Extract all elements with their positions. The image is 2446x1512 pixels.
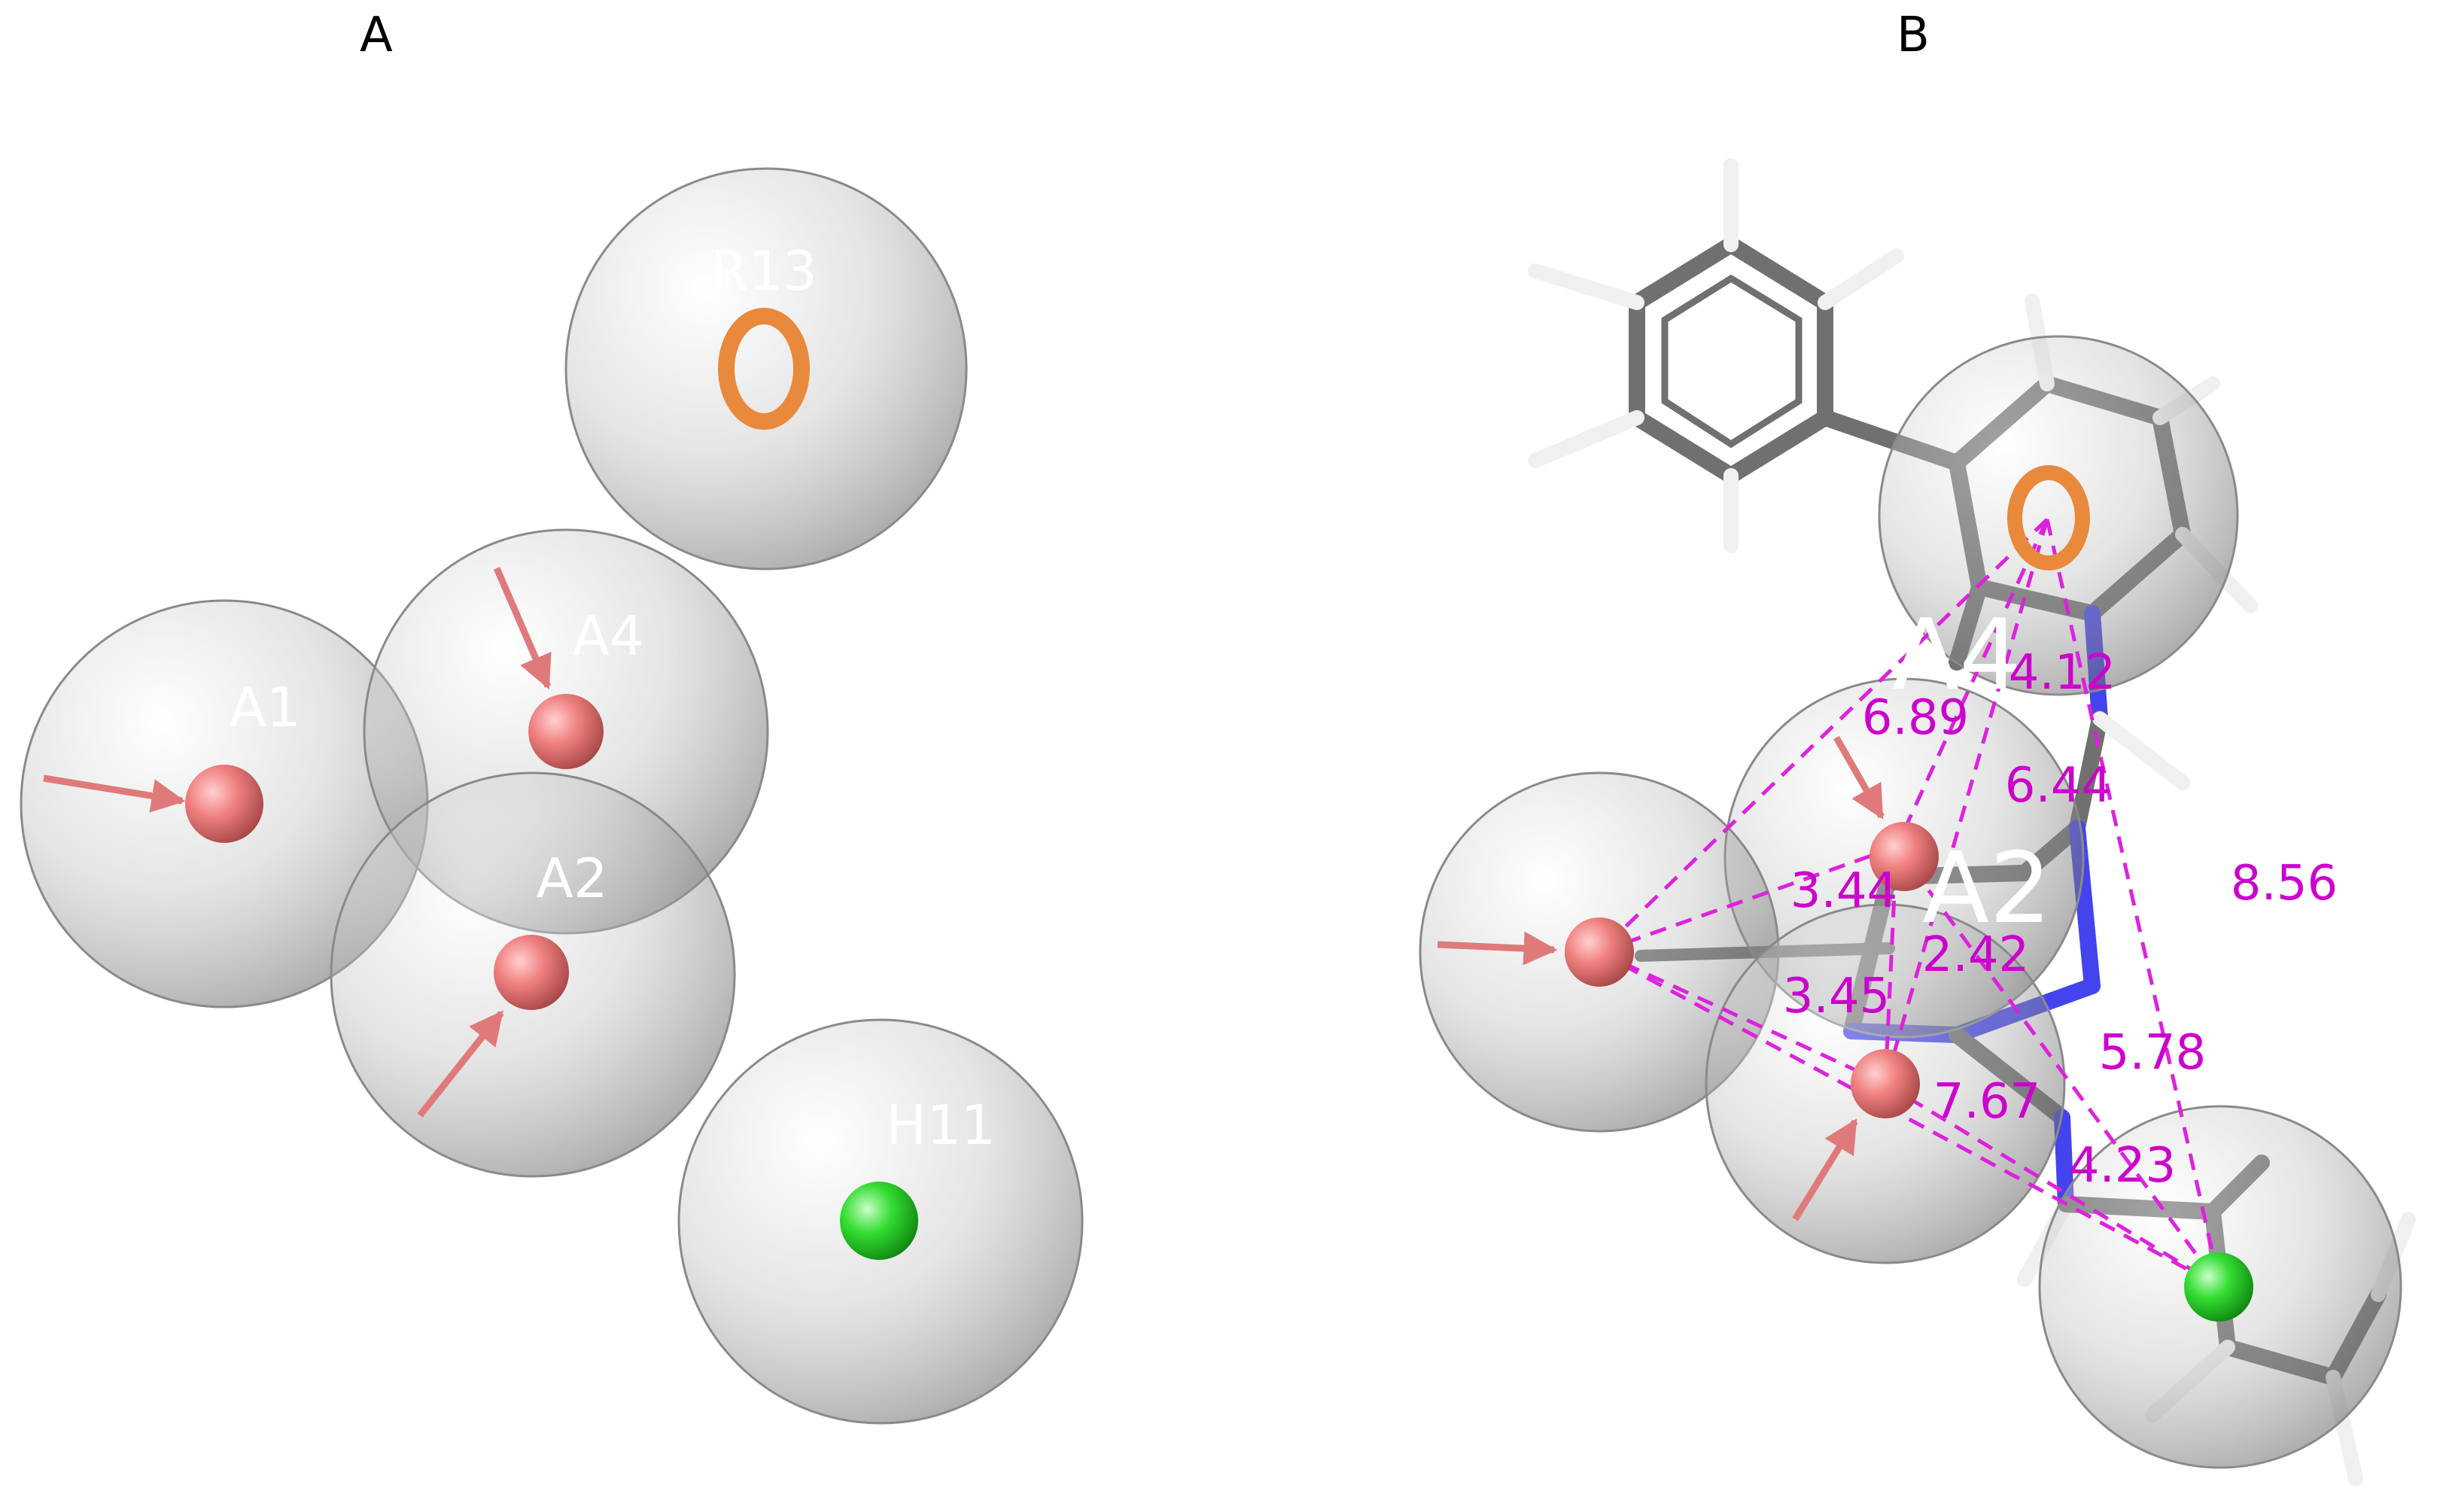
feature-label: A2 [1922, 831, 2052, 945]
distance-labels: 4.12 6.89 6.44 8.56 3.44 2.42 3.45 5.78 … [1783, 645, 2338, 1194]
feature-label: R13 [710, 239, 817, 303]
acceptor-arrow-icon [417, 1010, 504, 1118]
acceptor-arrow-icon [493, 567, 552, 690]
distance-label: 6.44 [2005, 758, 2113, 814]
distance-label: 4.23 [2069, 1138, 2177, 1194]
distance-label: 2.42 [1922, 927, 2030, 983]
feature-h11: H11 [677, 1018, 1084, 1425]
hydrophobic-ball-icon [2184, 1252, 2253, 1322]
distance-label: 6.89 [1862, 690, 1970, 746]
feature-label: H11 [886, 1094, 996, 1157]
distance-label: 7.67 [1933, 1074, 2041, 1130]
feature-a2: A2 [330, 771, 736, 1178]
acceptor-ball-icon [494, 935, 569, 1010]
acceptor-ball-icon [528, 694, 604, 769]
acceptor-arrow-icon [1833, 735, 1885, 820]
panel-a: R13 A1 A4 A2 H11 [20, 167, 1084, 1425]
acceptor-arrow-icon [1792, 1118, 1858, 1221]
distance-label: 3.45 [1783, 969, 1891, 1024]
aromatic-ring-icon [718, 308, 810, 430]
panel-b: A4 A2 4.12 6.89 6.44 8.56 3.44 2.42 3.45… [1419, 158, 2416, 1486]
panel-b-label: B [1897, 8, 1930, 63]
feature-label: A4 [572, 604, 643, 668]
distance-label: 3.44 [1790, 863, 1898, 919]
panel-a-label: A [360, 8, 393, 63]
feature-sphere [564, 167, 968, 570]
distance-label: 4.12 [2009, 645, 2116, 701]
acceptor-ball-icon [185, 765, 263, 843]
distance-label: 8.56 [2231, 856, 2338, 911]
feature-label: A1 [229, 676, 300, 739]
distance-lines [1598, 518, 2222, 1289]
hydrophobic-ball-icon [840, 1182, 918, 1260]
feature-sphere-r13 [1878, 335, 2239, 696]
distance-label: 5.78 [2099, 1025, 2207, 1081]
acceptor-ball-icon [1869, 822, 1939, 891]
aromatic-ring-icon [2007, 465, 2090, 570]
acceptor-ball-icon [1565, 917, 1634, 987]
acceptor-arrow-icon [1437, 931, 1558, 966]
feature-a1: A1 [20, 599, 429, 1009]
feature-r13: R13 [564, 167, 968, 570]
feature-label: A4 [1892, 598, 2022, 712]
acceptor-ball-icon [1851, 1049, 1920, 1118]
feature-label: A2 [536, 847, 607, 910]
acceptor-arrow-icon [43, 774, 186, 813]
